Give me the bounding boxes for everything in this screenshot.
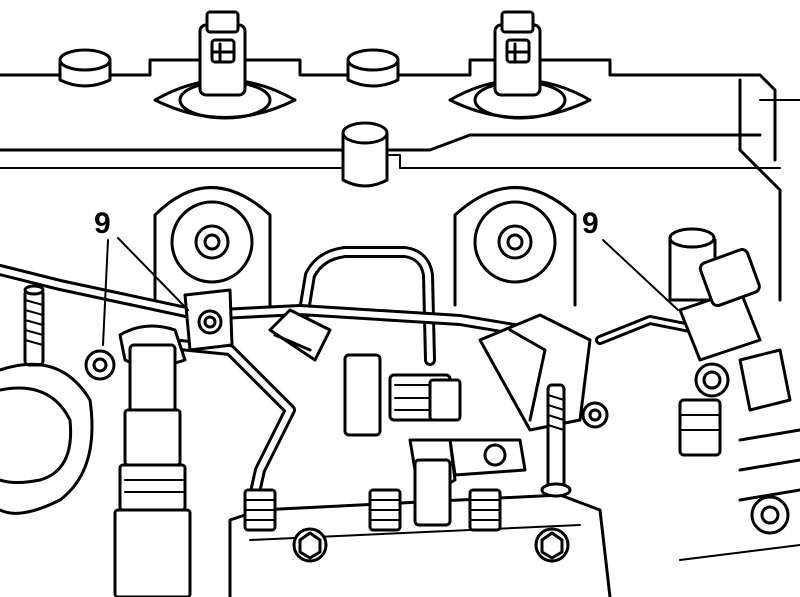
head-bosses: [58, 48, 400, 188]
fuel-pipe-loop: [294, 246, 436, 366]
manifold-flange: [0, 362, 94, 515]
fuel-injector-right: [668, 227, 792, 457]
pump-delivery-valves: [243, 458, 502, 532]
right-nut-small: [581, 401, 609, 429]
callout-label-right: 9: [582, 207, 599, 240]
leader-line-left-2: [117, 237, 189, 311]
callout-label-left: 9: [94, 207, 111, 240]
fuel-filter-stack: [113, 343, 192, 597]
mount-boss-left: [153, 186, 272, 307]
mount-boss-right: [453, 186, 577, 307]
callout-left: 9: [94, 207, 189, 346]
leader-line-right: [602, 239, 679, 311]
callout-right: 9: [582, 207, 679, 311]
fuel-pipe-to-injector: [595, 315, 705, 345]
fuel-pipe-main: [0, 264, 526, 336]
pump-bolts: [292, 527, 570, 563]
sensor-connector-left: [153, 10, 297, 120]
right-fittings-stack: [679, 428, 800, 561]
leader-line-left-1: [102, 239, 109, 346]
sensor-connector-right: [448, 10, 592, 120]
left-stud: [23, 284, 45, 367]
center-stud: [540, 383, 572, 498]
